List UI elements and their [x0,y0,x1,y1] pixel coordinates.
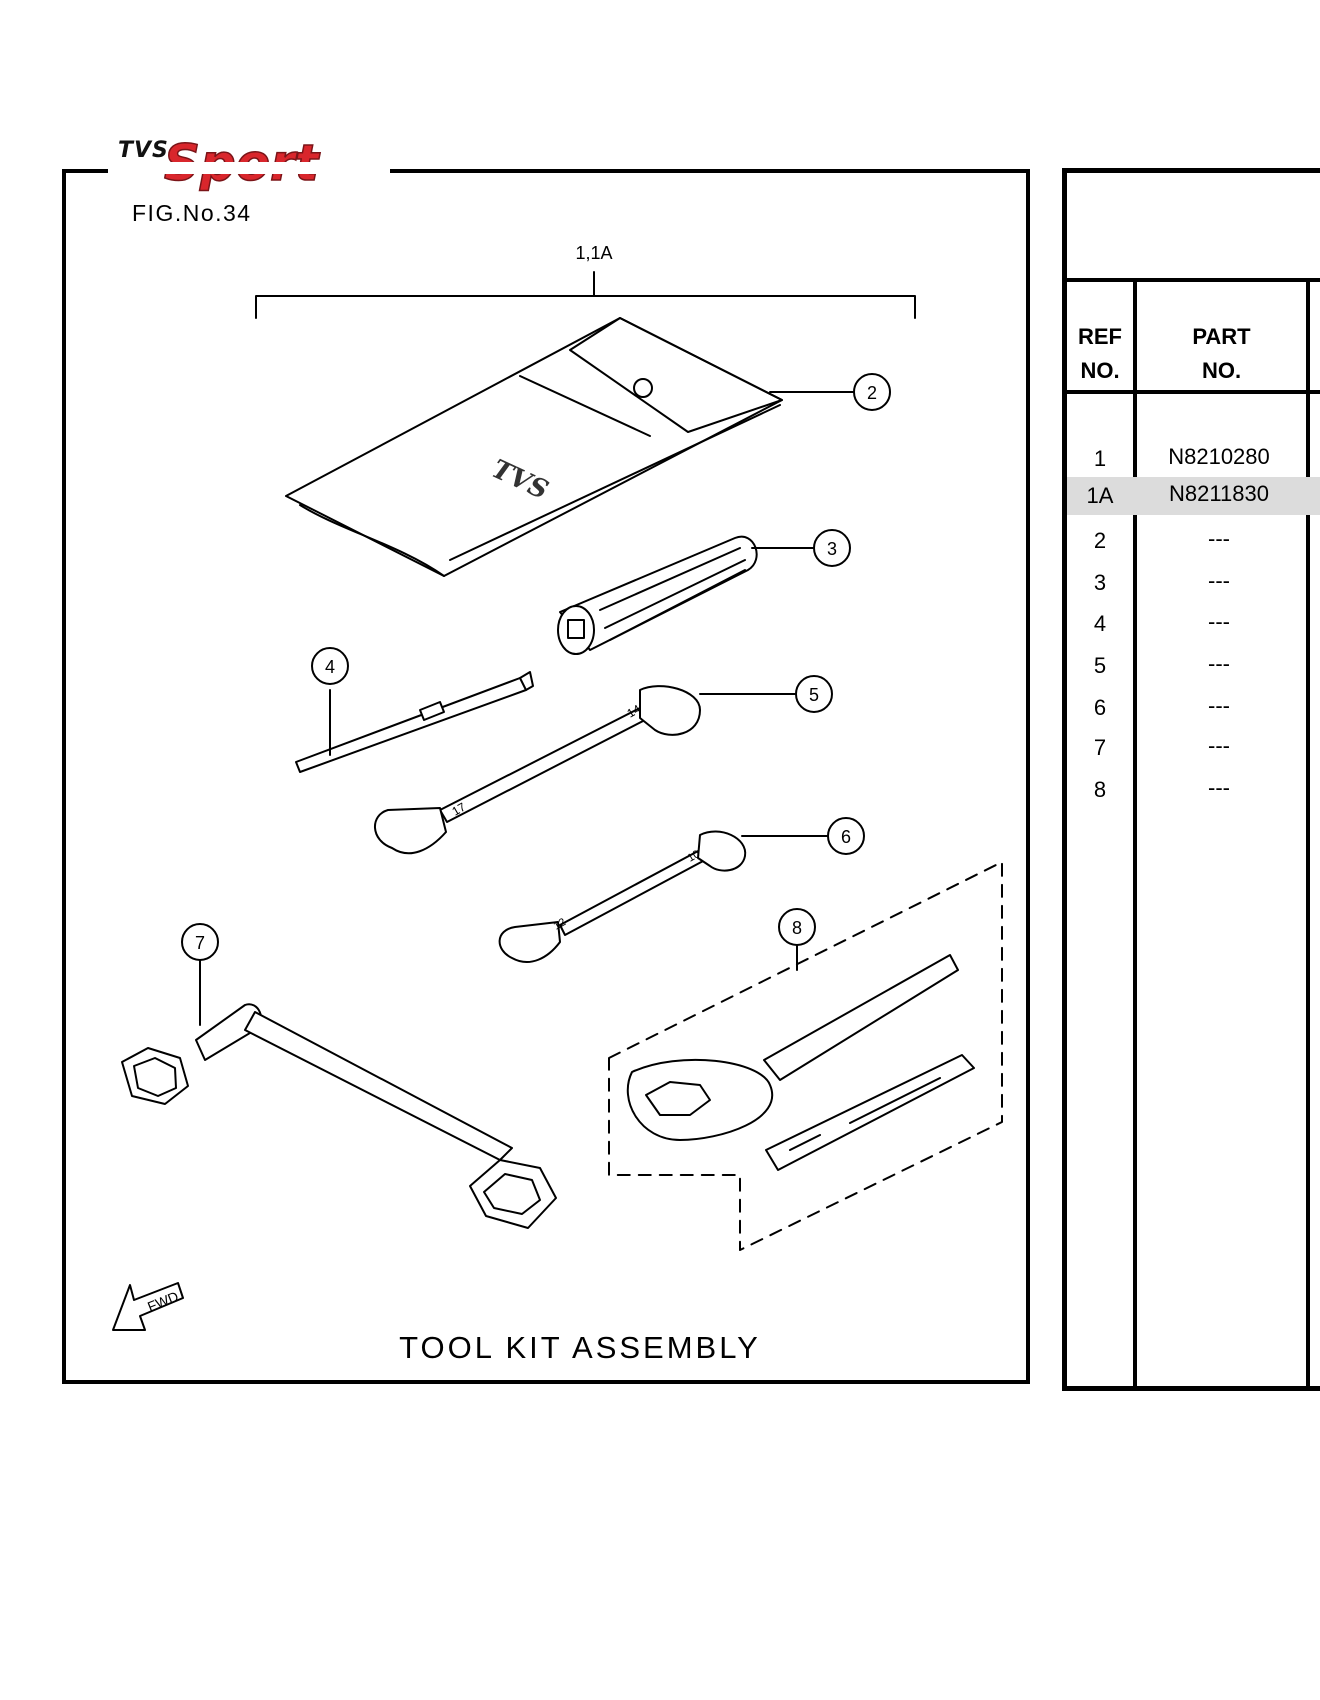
ref-no-cell: 8 [1093,777,1107,802]
table-row: 5 --- [1067,647,1320,685]
callout-7: 7 [181,923,219,961]
ring-spanner-kit [608,861,1003,1251]
frame-gap [108,162,390,174]
part-no-cell: --- [1208,526,1230,551]
svg-text:5: 5 [809,685,819,705]
wrench-6-mark-a: 10 [686,848,703,865]
part-no-cell: N8210280 [1168,444,1270,469]
figure-number: FIG.No.34 [132,200,252,226]
ref-no-cell: 7 [1093,735,1107,760]
wrench-5-mark-a: 14 [625,702,644,721]
table-header-bottom-line [1062,390,1320,394]
callout-4: 4 [311,647,349,685]
forward-direction-arrow-icon: FWD [112,1282,184,1331]
ref-no-cell: 1 [1093,446,1107,471]
wrench-14-17: 14 17 [374,685,701,855]
svg-text:4: 4 [325,657,335,677]
assembly-callout-label: 1,1A [575,243,612,263]
part-no-cell: --- [1208,568,1230,593]
table-row: 8 --- [1067,771,1320,809]
callout-2: 2 [853,373,891,411]
ref-no-cell: 2 [1093,528,1107,553]
logo-tvs-text: TVS [118,138,169,163]
assembly-bracket: 1,1A [255,243,916,319]
callout-5: 5 [795,675,833,713]
table-row: 6 --- [1067,689,1320,727]
exploded-view-drawing: 1,1A TVS 14 17 [112,243,1003,1331]
table-divider-ref [1133,280,1137,1390]
table-divider-part [1306,280,1310,1390]
wrench-6-mark-b: 12 [552,916,569,933]
wrench-5-mark-b: 17 [450,800,469,819]
part-no-cell: --- [1208,651,1230,676]
part-no-cell: --- [1208,693,1230,718]
wrench-10-12: 10 12 [498,830,747,963]
table-row: 2 --- [1067,522,1320,560]
ref-no-cell: 5 [1093,653,1107,678]
part-no-cell: --- [1208,775,1230,800]
ref-no-cell: 1A [1086,483,1114,508]
svg-text:7: 7 [195,933,205,953]
svg-text:8: 8 [792,918,802,938]
fwd-label: FWD [145,1288,181,1315]
screwdriver-bit [295,671,534,773]
svg-text:2: 2 [867,383,877,403]
callout-3: 3 [813,529,851,567]
screwdriver-handle [557,535,758,655]
tool-pouch: TVS [285,317,783,577]
parts-table [1062,168,1320,1391]
box-spanner [121,959,557,1229]
table-row: 1 N8210280 [1067,440,1320,478]
table-row: 7 --- [1067,729,1320,767]
svg-text:3: 3 [827,539,837,559]
table-row: 3 --- [1067,564,1320,602]
ref-no-cell: 6 [1093,695,1107,720]
ref-no-cell: 4 [1093,611,1107,636]
svg-text:6: 6 [841,827,851,847]
callout-6: 6 [827,817,865,855]
ref-no-header: REF NO. [1078,324,1122,383]
ref-no-cell: 3 [1093,570,1107,595]
part-no-cell: --- [1208,733,1230,758]
table-header-top-line [1062,278,1320,282]
part-no-header: PART NO. [1192,324,1251,383]
part-no-cell: N8211830 [1169,481,1269,506]
figure-title: TOOL KIT ASSEMBLY [399,1330,761,1365]
callout-8: 8 [778,908,816,946]
table-row: 1A N8211830 [1067,477,1320,515]
part-no-cell: --- [1208,609,1230,634]
table-row: 4 --- [1067,605,1320,643]
figure-frame [62,169,1030,1384]
